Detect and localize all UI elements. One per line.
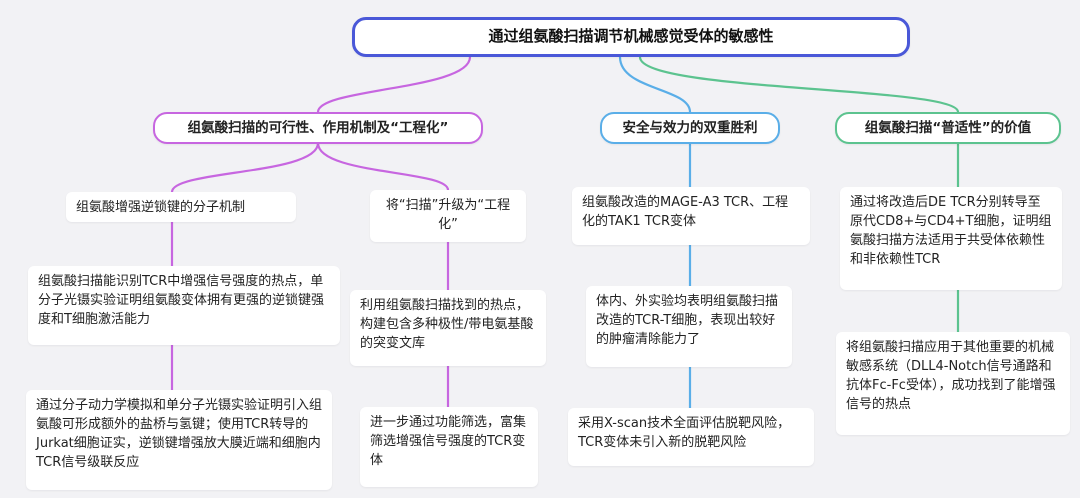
node-engineering-title[interactable]: 将“扫描”升级为“工程化” [370, 190, 526, 242]
branch-feasibility[interactable]: 组氨酸扫描的可行性、作用机制及“工程化” [153, 112, 483, 144]
edge-feasibility-engineering [316, 141, 450, 192]
node-universal-detail1[interactable]: 通过将改造后DE TCR分别转导至原代CD8+与CD4+T细胞，证明组氨酸扫描方… [840, 187, 1062, 290]
node-safety-detail1[interactable]: 体内、外实验均表明组氨酸扫描改造的TCR-T细胞，表现出较好的肿瘤清除能力了 [586, 286, 792, 367]
node-safety-title[interactable]: 组氨酸改造的MAGE-A3 TCR、工程化的TAK1 TCR变体 [572, 187, 810, 245]
node-engineering-detail2[interactable]: 进一步通过功能筛选，富集筛选增强信号强度的TCR变体 [360, 407, 538, 487]
node-mechanism-detail1[interactable]: 组氨酸扫描能识别TCR中增强信号强度的热点，单分子光镊实验证明组氨酸变体拥有更强… [28, 266, 340, 345]
node-safety-detail2[interactable]: 采用X-scan技术全面评估脱靶风险，TCR变体未引入新的脱靶风险 [568, 408, 814, 466]
node-mechanism-detail2[interactable]: 通过分子动力学模拟和单分子光镊实验证明引入组氨酸可形成额外的盐桥与氢键；使用TC… [26, 390, 332, 490]
node-universal-detail2[interactable]: 将组氨酸扫描应用于其他重要的机械敏感系统（DLL4-Notch信号通路和抗体Fc… [836, 332, 1070, 435]
edge-root-universal [638, 55, 960, 114]
root-topic[interactable]: 通过组氨酸扫描调节机械感觉受体的敏感性 [352, 17, 910, 57]
edge-root-feasibility [316, 55, 472, 114]
node-engineering-detail1[interactable]: 利用组氨酸扫描找到的热点，构建包含多种极性/带电氨基酸的突变文库 [350, 290, 546, 366]
branch-safety[interactable]: 安全与效力的双重胜利 [600, 112, 780, 144]
edge-root-safety [618, 55, 692, 114]
edge-feasibility-mechanism [170, 141, 320, 194]
node-mechanism-title[interactable]: 组氨酸增强逆锁键的分子机制 [66, 192, 296, 222]
branch-universal[interactable]: 组氨酸扫描“普适性”的价值 [835, 112, 1061, 144]
